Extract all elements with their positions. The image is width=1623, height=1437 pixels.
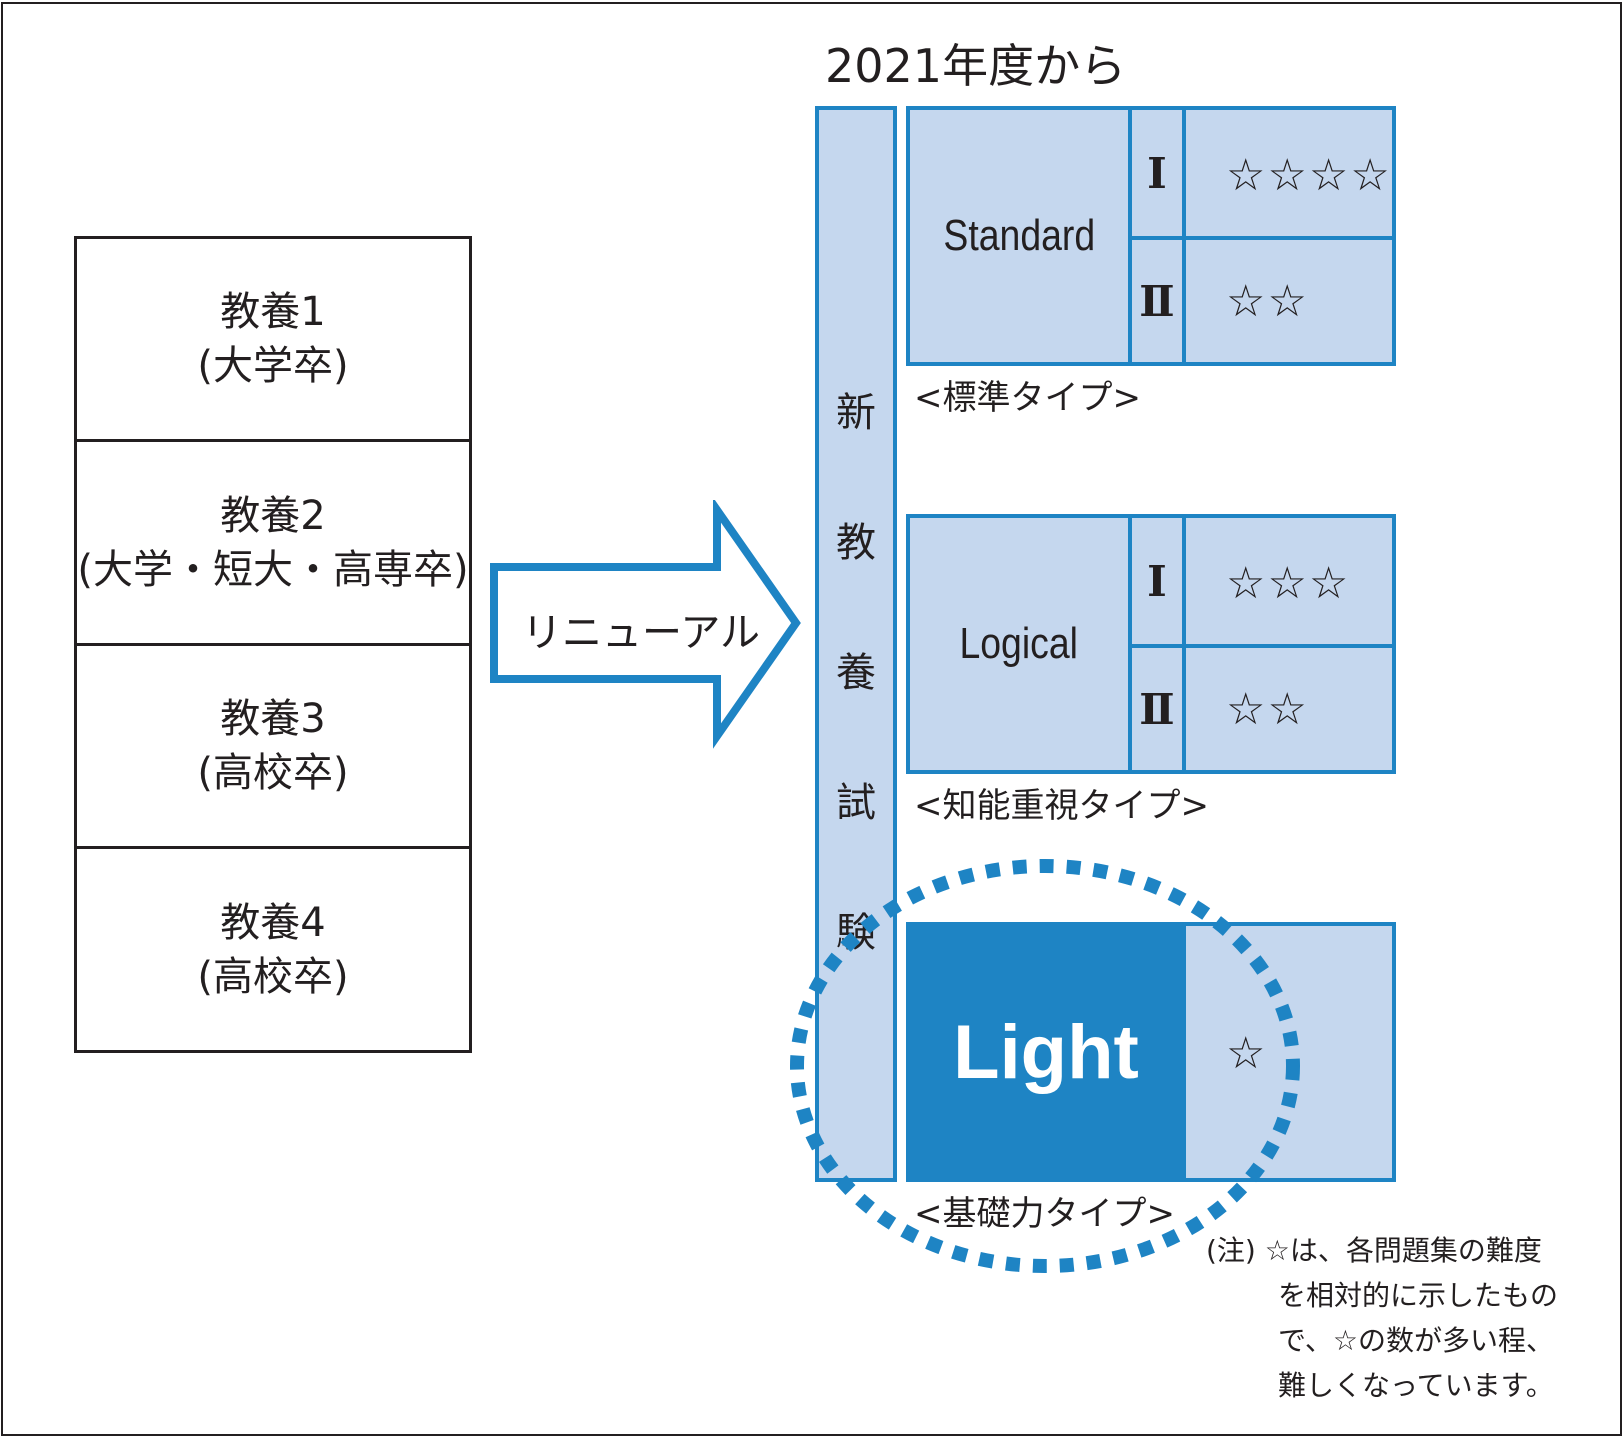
old-exam-name: 教養4 (220, 899, 326, 946)
new-exam-bar (815, 106, 897, 1182)
note-line: で、☆の数が多い程、 (1278, 1324, 1554, 1357)
note-line: 難しくなっています。 (1278, 1369, 1554, 1402)
level-roman: Ⅰ (1147, 556, 1167, 606)
type-caption: <基礎力タイプ> (914, 1194, 1175, 1234)
standard-type-box: Standard Ⅰ Ⅱ ☆☆☆☆ ☆☆ (906, 106, 1396, 366)
level-roman: Ⅱ (1139, 684, 1175, 734)
divider (1128, 644, 1392, 648)
difficulty-stars: ☆☆ (1226, 276, 1309, 327)
type-name: Light (953, 1009, 1139, 1095)
old-exam-1: 教養1 (大学卒) (74, 236, 472, 442)
type-caption: <標準タイプ> (914, 378, 1141, 418)
type-name: Standard (943, 211, 1095, 260)
arrow-label: リニューアル (522, 610, 760, 656)
old-exam-name: 教養1 (220, 289, 326, 335)
new-exam-char: 試 (836, 780, 876, 826)
light-type-box: Light ☆ (906, 922, 1396, 1182)
renewal-arrow (490, 500, 801, 749)
type-caption: <知能重視タイプ> (914, 786, 1209, 826)
light-name-cell: Light (910, 926, 1182, 1178)
old-exam-name: 教養2 (220, 492, 326, 539)
type-name-cell: Standard (910, 110, 1128, 362)
difficulty-stars: ☆☆ (1226, 684, 1309, 735)
highlight-ellipse (790, 859, 1300, 1273)
difficulty-stars: ☆☆☆ (1226, 558, 1351, 609)
new-exam-char: 新 (836, 390, 876, 436)
divider (1128, 236, 1392, 240)
old-exam-target: (高校卒) (197, 953, 349, 1000)
divider (1182, 926, 1186, 1178)
note-line: (注) ☆は、各問題集の難度 (1206, 1234, 1542, 1267)
page-title: 2021年度から (825, 39, 1127, 93)
old-exam-target: (大学・短大・高専卒) (77, 546, 469, 593)
new-exam-char: 養 (836, 650, 876, 696)
level-roman: Ⅱ (1139, 276, 1175, 326)
old-exam-4: 教養4 (高校卒) (74, 846, 472, 1053)
logical-type-box: Logical Ⅰ Ⅱ ☆☆☆ ☆☆ (906, 514, 1396, 774)
level-roman: Ⅰ (1147, 148, 1167, 198)
difficulty-stars: ☆☆☆☆ (1226, 150, 1392, 201)
type-name: Logical (959, 619, 1079, 668)
note-line: を相対的に示したもの (1278, 1279, 1559, 1312)
new-exam-char: 教 (836, 520, 876, 566)
difficulty-stars: ☆ (1226, 1028, 1268, 1079)
old-exam-2: 教養2 (大学・短大・高専卒) (74, 439, 472, 646)
old-exam-name: 教養3 (220, 696, 326, 742)
type-name-cell: Logical (910, 518, 1128, 770)
old-exam-3: 教養3 (高校卒) (74, 643, 472, 849)
old-exam-target: (高校卒) (197, 750, 349, 796)
old-exam-target: (大学卒) (197, 343, 349, 389)
